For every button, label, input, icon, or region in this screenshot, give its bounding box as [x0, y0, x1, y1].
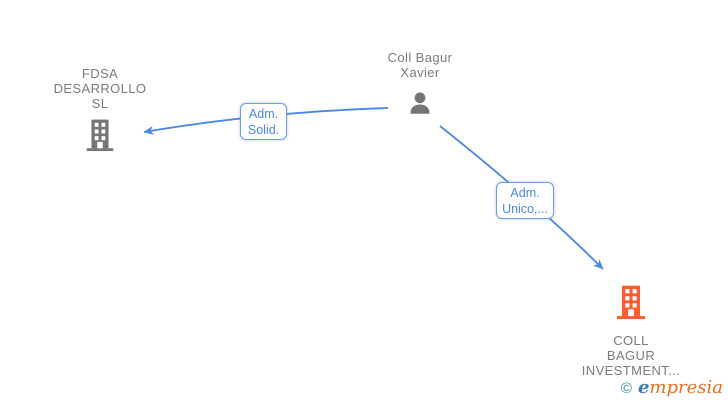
company-left-name-line1: FDSA — [81, 66, 119, 81]
company-right-name-line1: COLL — [613, 333, 649, 348]
edge-label-adm-solid-line1: Adm. — [248, 106, 279, 121]
person-name-line2: Xavier — [400, 65, 440, 80]
person-icon — [405, 90, 435, 125]
person-name-line1: Coll Bagur — [387, 50, 453, 65]
building-icon-orange — [613, 283, 649, 326]
building-icon-gray — [83, 118, 117, 157]
company-right-name-line2: BAGUR — [606, 348, 656, 363]
edge-label-adm-unico: Adm. Unico,... — [496, 182, 554, 219]
empresia-logo-rest: mpresia — [649, 377, 723, 398]
node-company-coll-bagur-investment[interactable]: COLL BAGUR INVESTMENT... — [571, 283, 691, 378]
copyright-icon: © — [620, 380, 632, 397]
empresia-watermark: © empresia — [620, 379, 723, 398]
empresia-logo-text: empresia — [638, 379, 723, 397]
company-left-name-line3: SL — [91, 96, 109, 111]
node-person-coll-bagur-xavier[interactable]: Coll Bagur Xavier — [360, 50, 480, 125]
edge-label-adm-solid-line2: Solid. — [247, 122, 280, 137]
edge-label-adm-unico-line1: Adm. — [510, 185, 540, 200]
node-company-fdsa-desarrollo-sl[interactable]: FDSA DESARROLLO SL — [40, 66, 160, 157]
company-left-name-line2: DESARROLLO — [53, 81, 147, 96]
empresia-logo-initial: e — [637, 377, 650, 398]
edge-label-adm-solid: Adm. Solid. — [240, 103, 287, 140]
edge-label-adm-unico-line2: Unico,... — [502, 201, 548, 216]
company-right-name-line3: INVESTMENT... — [581, 363, 681, 378]
